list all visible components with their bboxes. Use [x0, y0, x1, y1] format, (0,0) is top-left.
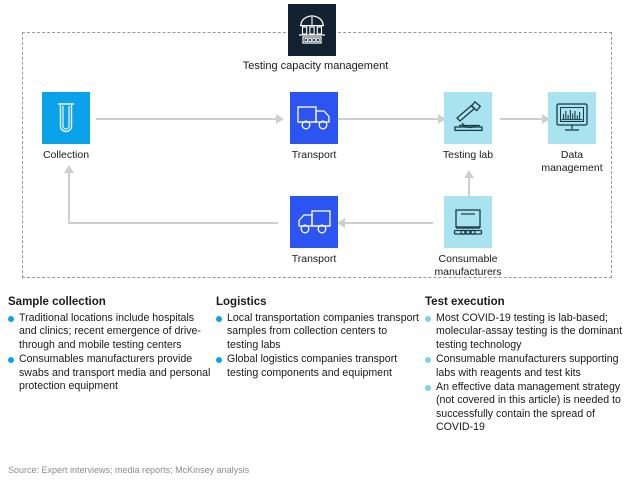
list-item: An effective data management strategy (n… — [425, 381, 627, 435]
legend-title-sample-collection: Sample collection — [8, 296, 106, 308]
legend-column-sample-collection: Sample collection Traditional locations … — [8, 296, 213, 394]
connector-collection-to-transport — [96, 118, 276, 120]
connector-transport2-to-collection-vertical — [68, 172, 70, 224]
node-data-management[interactable]: Data management — [541, 92, 615, 174]
legend-title-logistics: Logistics — [216, 296, 267, 308]
test-tube-icon — [58, 103, 74, 133]
data-management-tile — [548, 92, 596, 144]
node-transport-2[interactable]: Transport — [290, 196, 357, 266]
connector-consumable-to-transport2 — [345, 222, 433, 224]
collection-tile — [42, 92, 90, 144]
arrowhead-consumable-to-lab — [464, 170, 474, 178]
legend-column-logistics: Logistics Local transportation companies… — [216, 296, 421, 381]
truck-icon — [298, 210, 331, 234]
connector-consumable-to-lab — [468, 178, 470, 200]
transport-2-label: Transport — [291, 253, 337, 265]
legend-title-test-execution: Test execution — [425, 296, 505, 308]
connector-lab-to-data — [500, 118, 542, 120]
list-item: Traditional locations include hospitals … — [8, 312, 213, 352]
testing-lab-tile — [444, 92, 492, 144]
truck-icon — [297, 106, 330, 130]
testing-lab-label: Testing lab — [442, 149, 494, 161]
testing-capacity-tile — [288, 4, 336, 56]
node-transport-1[interactable]: Transport — [290, 92, 357, 162]
transport-1-label: Transport — [291, 149, 337, 161]
connector-transport2-to-collection-horizontal — [68, 222, 278, 224]
microscope-icon — [454, 101, 483, 132]
transport-2-tile — [290, 196, 338, 248]
transport-1-tile — [290, 92, 338, 144]
testing-capacity-label: Testing capacity management — [242, 60, 389, 72]
list-item: Local transportation companies transport… — [216, 312, 421, 352]
node-consumable-manufacturers[interactable]: Consumable manufacturers — [434, 196, 511, 278]
list-item: Most COVID-19 testing is lab-based; mole… — [425, 312, 627, 352]
consumable-manufacturers-label: Consumable manufacturers — [434, 253, 502, 278]
node-testing-capacity-management[interactable] — [288, 4, 336, 56]
legend-list-logistics: Local transportation companies transport… — [216, 312, 421, 380]
list-item: Consumable manufacturers supporting labs… — [425, 353, 627, 380]
collection-label: Collection — [42, 149, 90, 161]
arrowhead-transport-to-lab — [438, 114, 446, 124]
node-collection[interactable]: Collection — [42, 92, 109, 162]
monitor-chart-icon — [556, 103, 588, 131]
arrowhead-consumable-to-transport2 — [337, 218, 345, 228]
list-item: Consumables manufacturers provide swabs … — [8, 353, 213, 393]
government-building-icon — [299, 15, 325, 44]
node-testing-lab[interactable]: Testing lab — [443, 92, 511, 162]
arrowhead-collection-to-transport — [276, 114, 284, 124]
arrowhead-transport2-to-collection — [64, 165, 74, 173]
connector-transport-to-lab — [338, 118, 438, 120]
legend-list-sample-collection: Traditional locations include hospitals … — [8, 312, 213, 393]
factory-machine-icon — [453, 209, 483, 235]
source-note: Source: Expert interviews; media reports… — [8, 465, 250, 475]
arrowhead-lab-to-data — [542, 114, 550, 124]
data-management-label: Data management — [541, 149, 603, 174]
consumable-manufacturers-tile — [444, 196, 492, 248]
legend-column-test-execution: Test execution Most COVID-19 testing is … — [425, 296, 627, 436]
list-item: Global logistics companies transport tes… — [216, 353, 421, 380]
legend-list-test-execution: Most COVID-19 testing is lab-based; mole… — [425, 312, 627, 435]
